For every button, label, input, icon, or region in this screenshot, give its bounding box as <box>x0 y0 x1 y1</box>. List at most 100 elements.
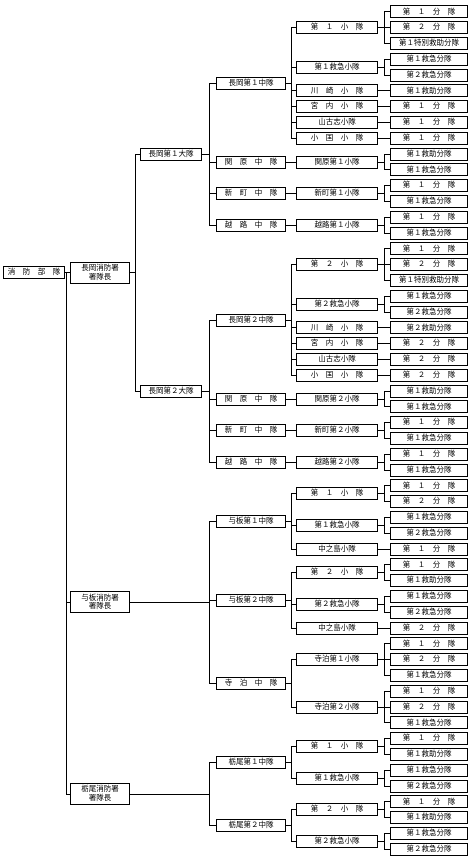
company-box: 長岡第１中隊 <box>216 76 286 90</box>
company-squad-link-branch <box>291 374 296 376</box>
company-squad-link-branch <box>291 359 296 360</box>
unit-box: 第１救急分隊 <box>390 463 468 477</box>
unit-box: 第１特別救助分隊 <box>390 274 468 287</box>
squad-box: 宮 内 小 隊 <box>296 100 378 114</box>
station-company-link-branch <box>209 520 216 522</box>
unit-box: 第１救急分隊 <box>390 400 468 414</box>
unit-box: 第１救急分隊 <box>390 52 468 66</box>
squad-box: 寺泊第２小隊 <box>296 700 378 714</box>
company-squad-link-branch <box>291 603 296 605</box>
company-squad-link-branch <box>291 224 296 226</box>
unit-box: 第 ２ 分 隊 <box>390 653 468 667</box>
unit-box: 第１救助分隊 <box>390 384 468 398</box>
station-battalion-link-branch <box>135 390 140 392</box>
company-box: 与板第１中隊 <box>216 514 286 528</box>
squad-box: 小 国 小 隊 <box>296 131 378 145</box>
squad-unit-link-branch <box>384 627 390 629</box>
unit-box: 第２救急分隊 <box>390 779 468 793</box>
squad-unit-link-branch <box>384 185 390 187</box>
unit-box: 第 ２ 分 隊 <box>390 21 468 35</box>
unit-box: 第 １ 分 隊 <box>390 100 468 114</box>
company-squad-link-branch <box>291 106 296 108</box>
unit-box: 第１救急分隊 <box>390 763 468 777</box>
company-squad-link-branch <box>291 746 296 748</box>
unit-box: 第１救急分隊 <box>390 827 468 840</box>
battalion-company-link-branch <box>209 161 216 163</box>
squad-unit-link-branch <box>384 169 390 171</box>
unit-box: 第１救助分隊 <box>390 811 468 825</box>
squad-unit-link-branch <box>384 706 390 708</box>
root-station-link-branch <box>66 793 70 795</box>
squad-unit-link-branch <box>384 453 390 455</box>
station-battalion-link-spine <box>134 154 136 392</box>
squad-unit-link-stem <box>378 327 384 329</box>
company-squad-link-stem <box>286 520 291 522</box>
squad-box: 中之島小隊 <box>296 542 378 556</box>
squad-box: 第 １ 小 隊 <box>296 487 378 501</box>
squad-unit-link-stem <box>378 430 384 432</box>
squad-unit-link-branch <box>384 675 390 676</box>
squad-unit-link-branch <box>384 580 390 582</box>
squad-unit-link-stem <box>378 461 384 463</box>
station-company-link-spine <box>208 521 210 684</box>
company-squad-link-branch <box>291 840 296 842</box>
unit-box: 第 １ 分 隊 <box>390 558 468 572</box>
squad-unit-link-spine <box>383 596 385 613</box>
unit-box: 第 １ 分 隊 <box>390 447 468 461</box>
company-squad-link-stem <box>286 599 291 601</box>
unit-box: 第２救急分隊 <box>390 305 468 319</box>
squad-box: 第 ２ 小 隊 <box>296 566 378 580</box>
unit-box: 第 １ 分 隊 <box>390 116 468 129</box>
squad-unit-link-branch <box>384 501 390 503</box>
company-squad-link-branch <box>291 777 296 779</box>
unit-box: 第 １ 分 隊 <box>390 479 468 493</box>
company-box: 越 路 中 隊 <box>216 218 286 232</box>
company-squad-link-stem <box>286 319 291 321</box>
unit-box: 第１特別救助分隊 <box>390 37 468 50</box>
squad-unit-link-stem <box>378 27 384 29</box>
unit-box: 第 １ 分 隊 <box>390 416 468 430</box>
org-chart: 第 １ 分 隊第 ２ 分 隊第１特別救助分隊第 １ 小 隊第１救急分隊第２救急分… <box>3 5 468 856</box>
company-squad-link-stem <box>286 682 291 684</box>
squad-unit-link-stem <box>378 548 384 550</box>
station-company-link-stem <box>130 601 209 603</box>
squad-box: 新町第２小隊 <box>296 424 378 438</box>
battalion-company-link-branch <box>209 224 216 226</box>
squad-unit-link-stem <box>378 374 384 376</box>
squad-unit-link-stem <box>378 264 384 266</box>
company-squad-link-stem <box>286 398 291 400</box>
unit-box: 第１救急分隊 <box>390 163 468 177</box>
squad-unit-link-spine <box>383 517 385 534</box>
company-squad-link-branch <box>291 264 296 266</box>
unit-box: 第２救急分隊 <box>390 605 468 619</box>
unit-box: 第 １ 分 隊 <box>390 732 468 746</box>
squad-unit-link-branch <box>384 532 390 534</box>
company-squad-link-branch <box>291 461 296 463</box>
company-box: 新 町 中 隊 <box>216 187 286 201</box>
squad-unit-link-branch <box>384 422 390 424</box>
battalion-company-link-spine <box>208 83 210 226</box>
company-squad-link-branch <box>291 343 296 345</box>
company-squad-link-branch <box>291 430 296 432</box>
unit-box: 第 １ 分 隊 <box>390 242 468 256</box>
squad-unit-link-stem <box>378 122 384 123</box>
battalion-company-link-stem <box>202 390 209 392</box>
company-squad-link-branch <box>291 627 296 629</box>
squad-box: 寺泊第１小隊 <box>296 653 378 667</box>
squad-box: 川 崎 小 隊 <box>296 321 378 335</box>
squad-unit-link-branch <box>384 43 390 44</box>
squad-box: 第１救急小隊 <box>296 60 378 74</box>
company-squad-link-branch <box>291 572 296 574</box>
unit-box: 第２救助分隊 <box>390 321 468 335</box>
company-box: 寺 泊 中 隊 <box>216 676 286 690</box>
station-box: 長岡消防署 署隊長 <box>70 261 130 284</box>
company-squad-link-branch <box>291 327 296 329</box>
unit-box: 第 １ 分 隊 <box>390 210 468 224</box>
squad-unit-link-branch <box>384 137 390 139</box>
company-squad-link-spine <box>290 27 292 139</box>
squad-box: 第２救急小隊 <box>296 297 378 311</box>
unit-box: 第１救急分隊 <box>390 590 468 603</box>
squad-box: 第２救急小隊 <box>296 597 378 611</box>
squad-unit-link-spine <box>383 564 385 581</box>
unit-box: 第１救急分隊 <box>390 716 468 730</box>
